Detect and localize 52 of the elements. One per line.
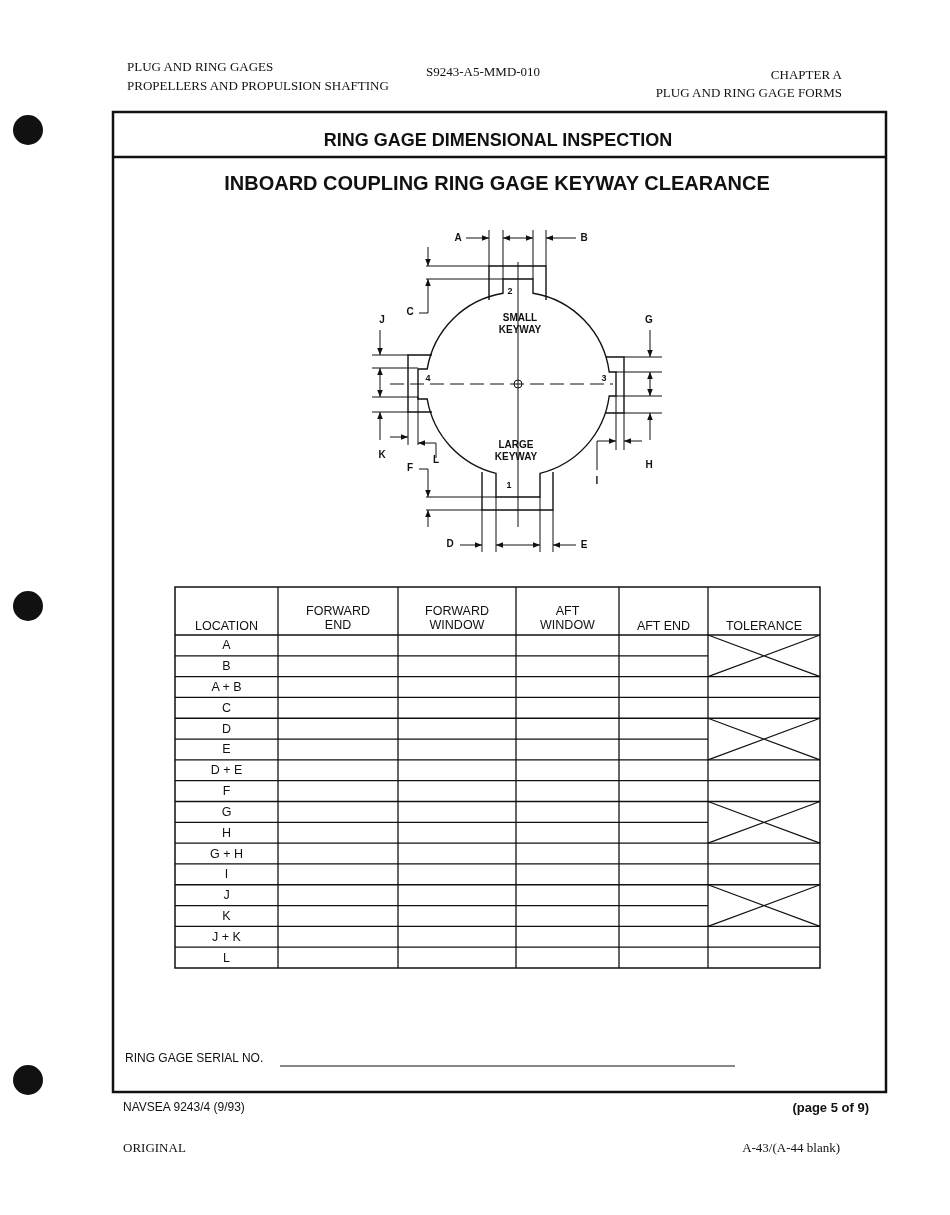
row-label: B (222, 659, 231, 674)
dimension-label: K (378, 449, 386, 461)
column-header: AFT WINDOW (539, 604, 596, 633)
row-label: L (223, 950, 230, 965)
keyway-label: LARGE KEYWAY (493, 438, 539, 462)
dimension-label: L (432, 454, 440, 466)
footer-text: A-43/(A-44 blank) (742, 1140, 840, 1156)
dimension-label: G (645, 314, 653, 326)
row-label: A (222, 638, 231, 653)
form-title: RING GAGE DIMENSIONAL INSPECTION (323, 129, 673, 151)
dimension-label: H (645, 459, 653, 471)
serial-number-label: RING GAGE SERIAL NO. (125, 1052, 264, 1066)
row-label: D (222, 721, 231, 736)
slot-number: 3 (601, 372, 607, 384)
header-text: CHAPTER A (770, 68, 842, 83)
document-number: S9243-A5-MMD-010 (426, 65, 541, 80)
page-number: (page 5 of 9) (792, 1100, 869, 1116)
dimension-label: D (446, 538, 454, 550)
row-label: D + E (210, 763, 243, 778)
row-label: G + H (210, 846, 243, 861)
row-label: G (221, 804, 232, 820)
column-header: TOLERANCE (725, 618, 803, 633)
column-header: AFT END (636, 618, 691, 633)
header-text: PLUG AND RING GAGES (127, 60, 274, 75)
dimension-label: E (580, 539, 588, 551)
form-subtitle: INBOARD COUPLING RING GAGE KEYWAY CLEARANCE (224, 171, 770, 195)
row-label: J (223, 887, 230, 903)
keyway-label: SMALL KEYWAY (497, 311, 543, 335)
dimension-label: J (379, 314, 385, 326)
column-header: FORWARD END (305, 604, 371, 633)
row-label: K (222, 908, 231, 924)
row-label: J + K (212, 929, 241, 944)
row-label: H (222, 825, 231, 840)
footer-text: NAVSEA 9243/4 (9/93) (123, 1101, 245, 1115)
row-label: I (224, 867, 229, 882)
row-label: E (222, 742, 231, 757)
slot-number: 2 (507, 285, 513, 297)
row-label: F (222, 783, 231, 799)
dimension-label: I (595, 475, 599, 487)
footer-text: ORIGINAL (123, 1140, 186, 1156)
row-label: A + B (211, 679, 242, 695)
column-header: FORWARD WINDOW (424, 604, 490, 633)
dimension-label: B (580, 232, 588, 244)
dimension-label: C (406, 306, 414, 318)
header-text: PROPELLERS AND PROPULSION SHAFTING (127, 79, 389, 94)
slot-number: 1 (506, 479, 512, 491)
dimension-label: F (406, 462, 414, 474)
header-text: PLUG AND RING GAGE FORMS (655, 86, 842, 101)
column-header: LOCATION (195, 618, 258, 633)
slot-number: 4 (425, 372, 431, 384)
row-label: C (222, 700, 231, 716)
dimension-label: A (454, 232, 462, 244)
